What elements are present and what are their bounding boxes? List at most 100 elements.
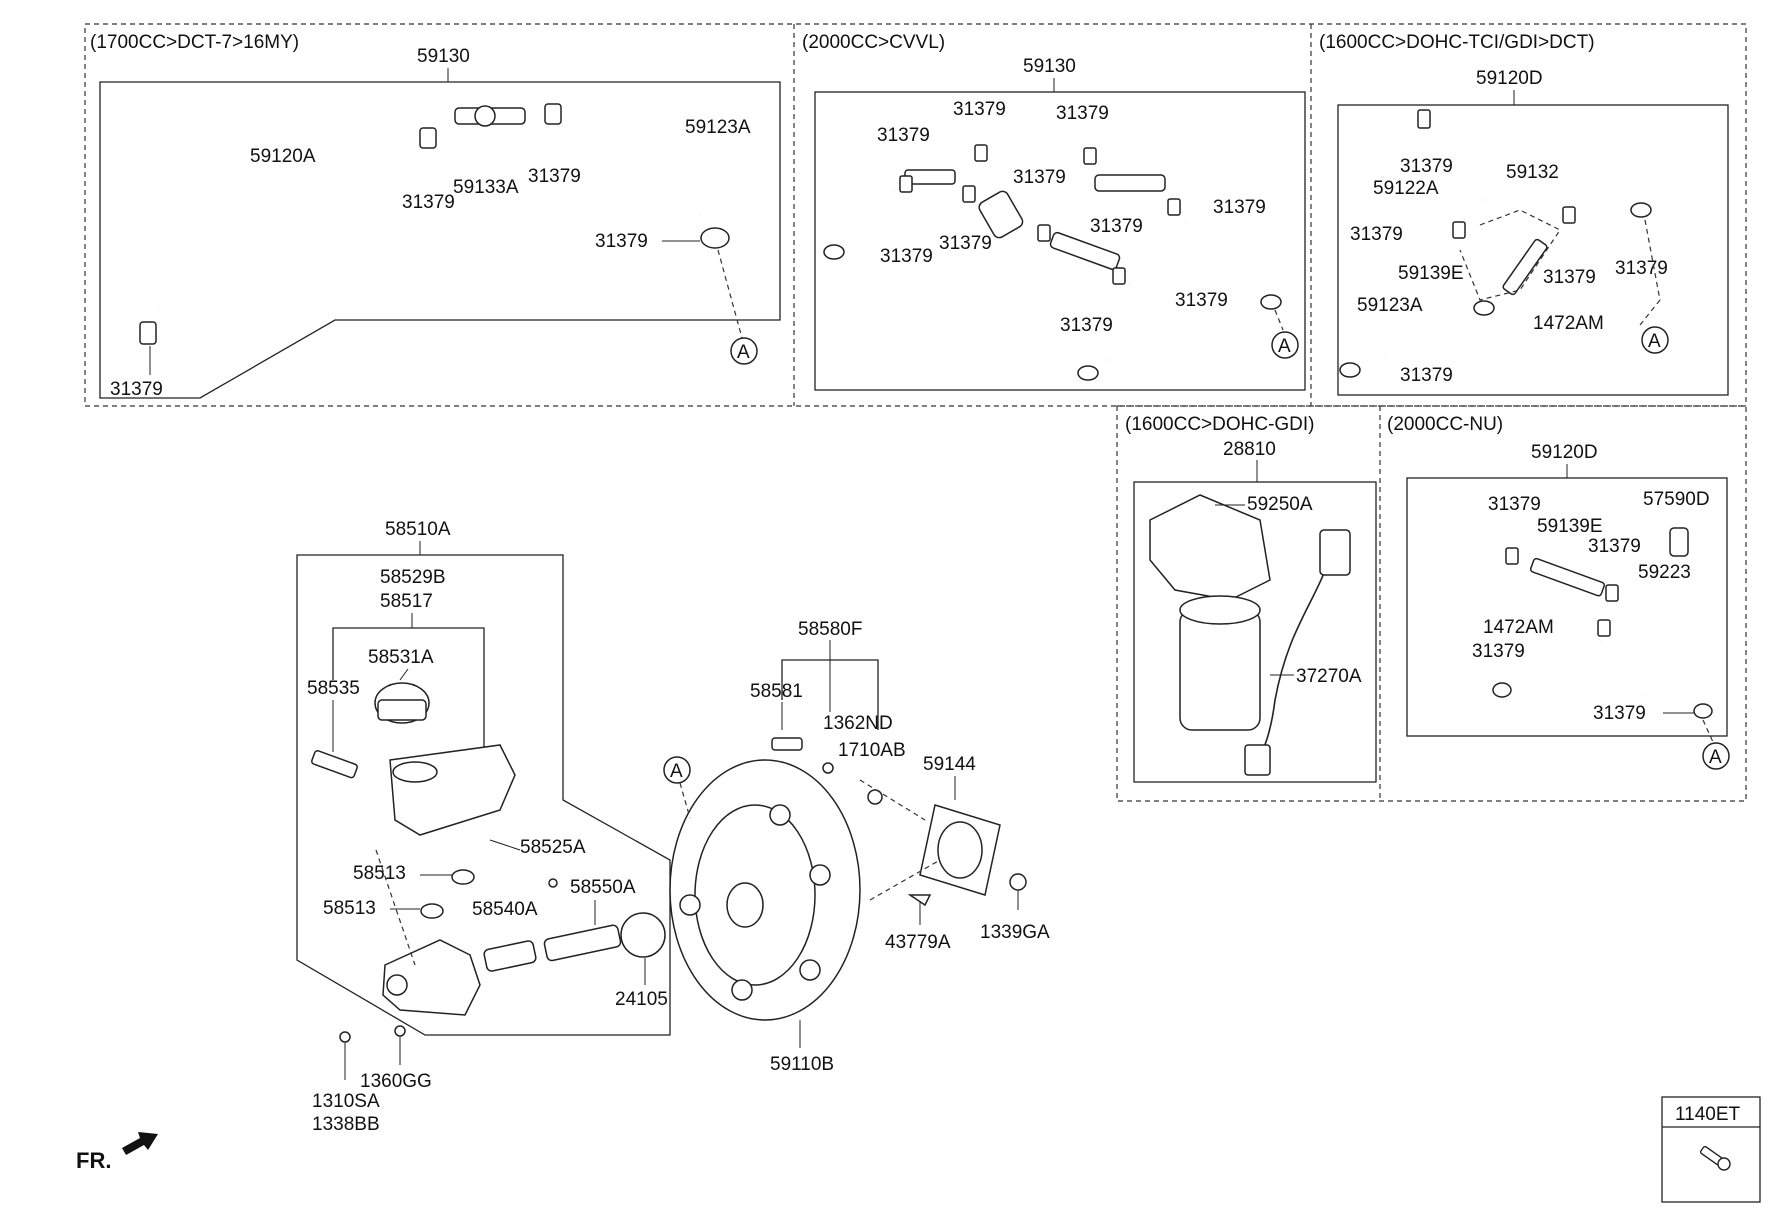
part-label: 1339GA: [980, 922, 1050, 943]
clamp-31379: [974, 144, 988, 162]
part-label: 58581: [750, 681, 803, 702]
clamp-31379: [823, 244, 845, 260]
part-label: 31379: [1488, 494, 1541, 515]
clamp-31379: [1605, 584, 1619, 602]
part-label: 59223: [1638, 562, 1691, 583]
part-label: 59133A: [453, 177, 519, 198]
part-label: 59130: [417, 46, 470, 67]
part-label: 24105: [615, 989, 668, 1010]
clamp-31379: [1167, 198, 1181, 216]
clamp-31379: [544, 103, 562, 125]
ref-marker-a: [663, 756, 691, 784]
part-label: 58535: [307, 678, 360, 699]
part-label: 31379: [1090, 216, 1143, 237]
part-label: 31379: [528, 166, 581, 187]
clamp-31379: [700, 227, 730, 249]
ref-marker-label: A: [1278, 336, 1291, 357]
part-label: 31379: [939, 233, 992, 254]
group-frame: [296, 554, 671, 1036]
part-label: 31379: [1013, 167, 1066, 188]
part-label: 37270A: [1296, 666, 1362, 687]
clamp-31379: [1492, 682, 1512, 698]
part-label: 58540A: [472, 899, 538, 920]
front-indicator: FR.: [76, 1132, 158, 1173]
bolt-58581: [771, 737, 803, 751]
oring-24105: [620, 912, 666, 958]
part-label: 31379: [1593, 703, 1646, 724]
ref-marker-label: A: [1709, 747, 1722, 768]
connector-57590d: [1669, 527, 1689, 557]
brake-booster-group: 58580F 58581 1362ND 1710AB 59144 1339GA …: [663, 619, 1050, 1075]
section-1600cc-dohc-gdi: (1600CC>DOHC-GDI) 28810 59250A 37270A: [1125, 414, 1377, 783]
part-label: 59144: [923, 754, 976, 775]
ref-marker-a: [1271, 331, 1299, 359]
boot-58540a: [483, 940, 537, 972]
clamp-31379: [1597, 619, 1611, 637]
part-label: 59110B: [770, 1054, 834, 1075]
part-label: 31379: [1615, 258, 1668, 279]
clamp-31379: [962, 185, 976, 203]
part-label: 31379: [880, 246, 933, 267]
clamp-31379: [1112, 267, 1126, 285]
part-label: 31379: [1213, 197, 1266, 218]
sensor-58535: [311, 749, 358, 779]
clamp-31379: [1505, 547, 1519, 565]
connector: [1319, 529, 1351, 576]
clamp-31379: [1630, 202, 1652, 218]
ref-marker-a: [730, 337, 758, 365]
ref-marker-label: A: [1648, 331, 1661, 352]
check-valve: [1094, 174, 1166, 192]
part-label: 31379: [595, 231, 648, 252]
check-valve: [1049, 231, 1121, 271]
clip-43779a: [907, 894, 932, 907]
part-label: 59123A: [685, 117, 751, 138]
rod-58550a: [543, 924, 622, 962]
part-label: 43779A: [885, 932, 951, 953]
part-label: 31379: [1056, 103, 1109, 124]
part-label: 31379: [1350, 224, 1403, 245]
part-label: 58510A: [385, 519, 451, 540]
ref-marker-a: [1702, 742, 1730, 770]
part-label: 31379: [1543, 267, 1596, 288]
clamp-31379: [1452, 221, 1466, 239]
part-label: 58580F: [798, 619, 862, 640]
section-title: (2000CC>CVVL): [802, 32, 945, 53]
part-label: 58525A: [520, 837, 586, 858]
clamp-31379: [1562, 206, 1576, 224]
clamp-31379: [1417, 109, 1431, 129]
part-label: 31379: [953, 99, 1006, 120]
grommet-58513: [420, 903, 444, 919]
section-1600cc-tci-gdi: (1600CC>DOHC-TCI/GDI>DCT) 59120D 31379 5…: [1319, 32, 1729, 396]
section-title: (1700CC>DCT-7>16MY): [90, 32, 299, 53]
ref-marker-a: [1641, 326, 1669, 354]
part-label: 31379: [110, 379, 163, 400]
clamp-31379: [419, 127, 437, 149]
hose-59120a-inner: [151, 130, 403, 313]
part-label: 57590D: [1643, 489, 1710, 510]
clamp-31379: [1693, 703, 1713, 719]
legend-box-1140et: 1140ET: [1661, 1096, 1761, 1203]
pump-motor-body: [1179, 609, 1261, 731]
clamp-31379: [1473, 300, 1495, 316]
check-valve-59139e: [1502, 238, 1548, 296]
part-label: 58513: [353, 863, 406, 884]
top-sections: [84, 23, 1747, 802]
ref-marker-label: A: [670, 761, 683, 782]
part-label: 59132: [1506, 162, 1559, 183]
ref-marker-label: A: [737, 342, 750, 363]
part-label: 1710AB: [838, 740, 906, 761]
part-label: 28810: [1223, 439, 1276, 460]
part-label: 59139E: [1537, 516, 1603, 537]
section-title: (1600CC>DOHC-TCI/GDI>DCT): [1319, 32, 1595, 53]
part-label: 59122A: [1373, 178, 1439, 199]
reservoir-tank: [389, 744, 516, 836]
part-label: 59250A: [1247, 494, 1313, 515]
part-label: 58513: [323, 898, 376, 919]
clamp-31379: [1083, 147, 1097, 165]
clamp-31379: [1260, 294, 1282, 310]
part-label: 59120D: [1531, 442, 1598, 463]
part-label: 31379: [1588, 536, 1641, 557]
section-title: (2000CC-NU): [1387, 414, 1503, 435]
master-cylinder-body: [382, 939, 481, 1016]
